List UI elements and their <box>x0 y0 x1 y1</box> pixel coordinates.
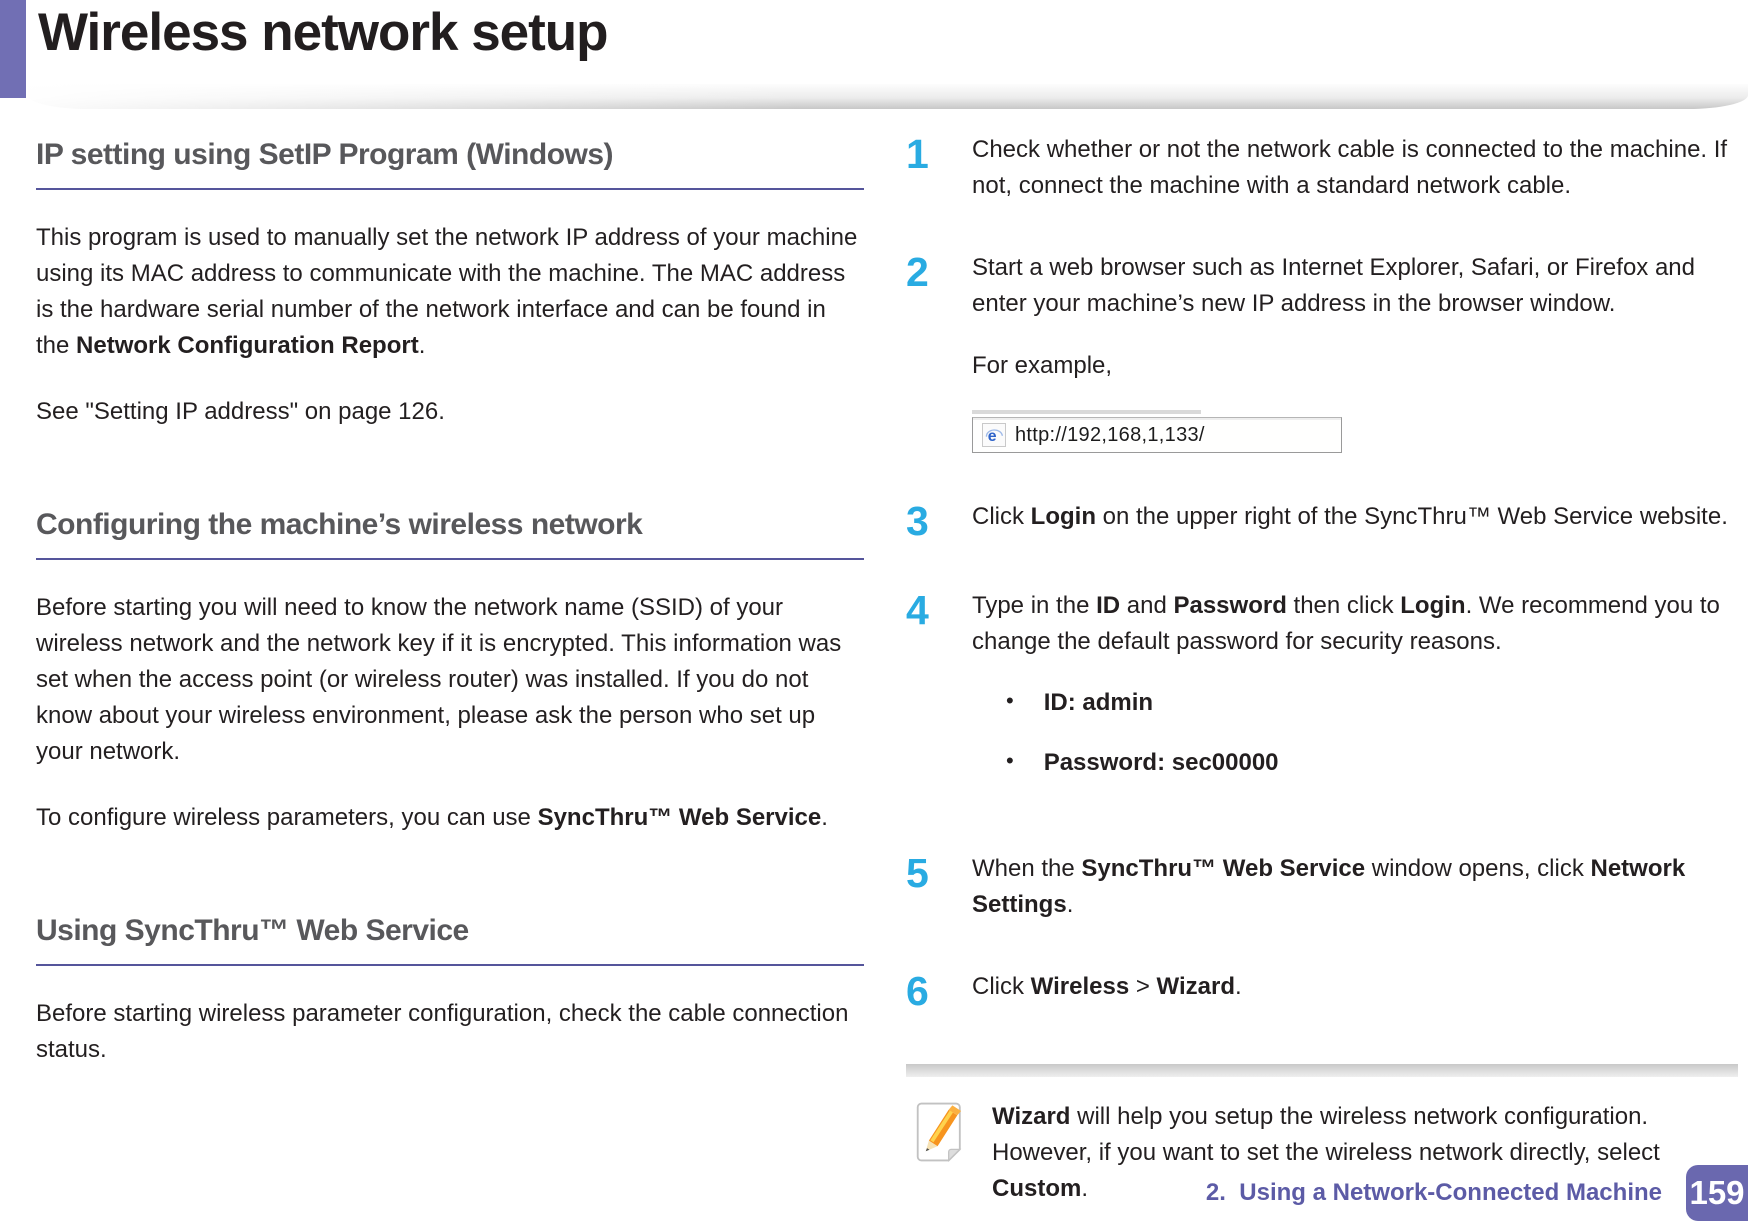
footer: 2. Using a Network-Connected Machine 159 <box>1206 1165 1748 1221</box>
svg-text:e: e <box>988 428 997 445</box>
page-number-badge: 159 <box>1686 1165 1748 1221</box>
section-heading-setip: IP setting using SetIP Program (Windows) <box>36 138 864 190</box>
browser-window-edge <box>972 410 1202 414</box>
step-4: 4 Type in the ID and Password then click… <box>906 588 1738 805</box>
section-configuring-wireless: Configuring the machine’s wireless netwo… <box>36 508 864 836</box>
page-title: Wireless network setup <box>38 3 609 62</box>
browser-address-bar-screenshot: e http://192,168,1,133/ <box>972 410 1342 453</box>
step-6: 6 Click Wireless > Wizard. <box>906 969 1738 1012</box>
note-pencil-icon <box>914 1099 966 1168</box>
section-heading-configuring: Configuring the machine’s wireless netwo… <box>36 508 864 560</box>
section-heading-syncthru: Using SyncThru™ Web Service <box>36 914 864 966</box>
step-number: 2 <box>906 249 929 295</box>
bullet-text: Password: sec00000 <box>1043 748 1279 776</box>
address-bar: e http://192,168,1,133/ <box>972 417 1342 453</box>
right-column: 1 Check whether or not the network cable… <box>906 132 1738 1226</box>
paragraph: This program is used to manually set the… <box>36 224 858 359</box>
bullet-item: Password: sec00000 <box>1006 746 1738 780</box>
note-top-bar <box>906 1064 1738 1078</box>
left-column: IP setting using SetIP Program (Windows)… <box>36 138 864 1068</box>
section-using-syncthru: Using SyncThru™ Web Service Before start… <box>36 914 864 1068</box>
step-5: 5 When the SyncThru™ Web Service window … <box>906 851 1738 923</box>
step-text: Type in the ID and Password then click L… <box>972 592 1720 655</box>
bullet-list: ID: admin Password: sec00000 <box>972 686 1738 779</box>
step-number: 4 <box>906 587 929 633</box>
step-text: Click Wireless > Wizard. <box>972 973 1242 1001</box>
paragraph: See "Setting IP address" on page 126. <box>36 398 445 425</box>
paragraph: Before starting wireless parameter confi… <box>36 1000 849 1063</box>
header-divider-band <box>28 84 1748 109</box>
internet-explorer-icon: e <box>982 423 1006 447</box>
step-3: 3 Click Login on the upper right of the … <box>906 499 1738 542</box>
step-number: 3 <box>906 498 929 544</box>
step-1: 1 Check whether or not the network cable… <box>906 132 1738 204</box>
paragraph: Before starting you will need to know th… <box>36 594 842 765</box>
example-label: For example, <box>972 352 1113 379</box>
step-text: Start a web browser such as Internet Exp… <box>972 254 1695 317</box>
note-text: Wizard will help you setup the wireless … <box>992 1103 1660 1203</box>
step-number: 6 <box>906 968 929 1015</box>
step-2: 2 Start a web browser such as Internet E… <box>906 250 1738 453</box>
footer-chapter-label: 2. Using a Network-Connected Machine <box>1205 1179 1662 1206</box>
paragraph: To configure wireless parameters, you ca… <box>36 804 828 831</box>
bullet-text: ID: admin <box>1043 689 1154 716</box>
step-number: 1 <box>906 131 929 177</box>
header-accent-bar <box>0 0 26 98</box>
step-text: Click Login on the upper right of the Sy… <box>972 503 1728 530</box>
section-setip: IP setting using SetIP Program (Windows)… <box>36 138 864 430</box>
note-box: Wizard will help you setup the wireless … <box>906 1064 1738 1226</box>
address-url: http://192,168,1,133/ <box>1015 424 1205 446</box>
step-text: Check whether or not the network cable i… <box>972 136 1728 199</box>
bullet-item: ID: admin <box>1006 686 1738 720</box>
step-number: 5 <box>906 850 929 897</box>
step-text: When the SyncThru™ Web Service window op… <box>972 855 1686 919</box>
